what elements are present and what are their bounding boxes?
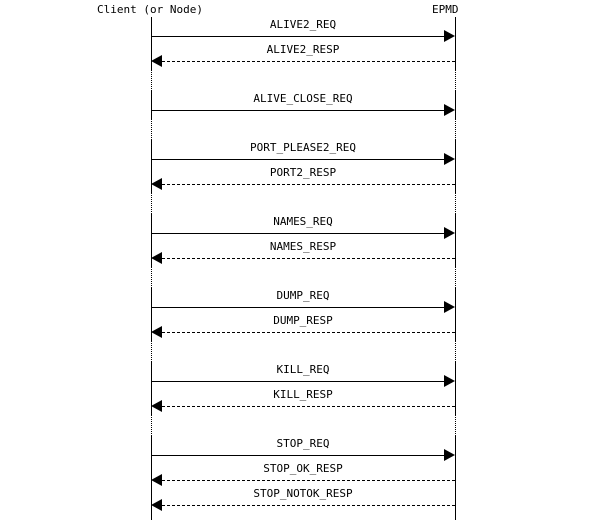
arrowhead-right-icon bbox=[444, 227, 455, 239]
arrowhead-left-icon bbox=[151, 252, 162, 264]
message-line bbox=[162, 258, 455, 259]
lifeline-segment-epmd bbox=[455, 140, 456, 193]
arrowhead-left-icon bbox=[151, 178, 162, 190]
lifeline-segment-epmd bbox=[455, 267, 456, 288]
arrowhead-left-icon bbox=[151, 400, 162, 412]
message-line bbox=[162, 184, 455, 185]
actor-label-epmd: EPMD bbox=[432, 3, 459, 16]
lifeline-segment-client bbox=[151, 415, 152, 436]
lifeline-segment-client bbox=[151, 267, 152, 288]
lifeline-segment-epmd bbox=[455, 341, 456, 362]
lifeline-segment-epmd bbox=[455, 17, 456, 70]
message-label: NAMES_REQ bbox=[273, 215, 333, 228]
message-label: PORT_PLEASE2_REQ bbox=[250, 141, 356, 154]
lifeline-segment-epmd bbox=[455, 436, 456, 520]
message-label: STOP_REQ bbox=[276, 437, 330, 450]
message-line bbox=[151, 455, 444, 456]
lifeline-segment-epmd bbox=[455, 70, 456, 91]
message-label: PORT2_RESP bbox=[269, 166, 337, 179]
message-label: ALIVE2_RESP bbox=[266, 43, 340, 56]
message-label: NAMES_RESP bbox=[269, 240, 337, 253]
message-line bbox=[151, 110, 444, 111]
message-line bbox=[151, 159, 444, 160]
arrowhead-right-icon bbox=[444, 153, 455, 165]
lifeline-segment-client bbox=[151, 362, 152, 415]
lifeline-segment-epmd bbox=[455, 288, 456, 341]
lifeline-segment-client bbox=[151, 17, 152, 70]
arrowhead-right-icon bbox=[444, 104, 455, 116]
lifeline-segment-epmd bbox=[455, 362, 456, 415]
message-line bbox=[151, 36, 444, 37]
lifeline-segment-client bbox=[151, 341, 152, 362]
message-label: KILL_RESP bbox=[273, 388, 333, 401]
arrowhead-right-icon bbox=[444, 375, 455, 387]
arrowhead-left-icon bbox=[151, 55, 162, 67]
message-line bbox=[151, 307, 444, 308]
lifeline-segment-epmd bbox=[455, 119, 456, 140]
arrowhead-right-icon bbox=[444, 449, 455, 461]
message-line bbox=[151, 381, 444, 382]
lifeline-segment-epmd bbox=[455, 214, 456, 267]
lifeline-segment-client bbox=[151, 288, 152, 341]
arrowhead-left-icon bbox=[151, 326, 162, 338]
message-label: DUMP_REQ bbox=[276, 289, 330, 302]
message-line bbox=[162, 480, 455, 481]
lifeline-segment-epmd bbox=[455, 415, 456, 436]
message-line bbox=[151, 233, 444, 234]
message-line bbox=[162, 406, 455, 407]
actor-label-client: Client (or Node) bbox=[97, 3, 203, 16]
message-label: ALIVE_CLOSE_REQ bbox=[253, 92, 353, 105]
arrowhead-left-icon bbox=[151, 474, 162, 486]
arrowhead-right-icon bbox=[444, 301, 455, 313]
lifeline-segment-client bbox=[151, 193, 152, 214]
lifeline-segment-client bbox=[151, 214, 152, 267]
message-label: STOP_OK_RESP bbox=[263, 462, 343, 475]
arrowhead-left-icon bbox=[151, 499, 162, 511]
message-line bbox=[162, 505, 455, 506]
message-label: STOP_NOTOK_RESP bbox=[253, 487, 353, 500]
message-line bbox=[162, 61, 455, 62]
lifeline-segment-client bbox=[151, 70, 152, 91]
message-label: ALIVE2_REQ bbox=[269, 18, 337, 31]
lifeline-segment-client bbox=[151, 119, 152, 140]
message-label: KILL_REQ bbox=[276, 363, 330, 376]
lifeline-segment-epmd bbox=[455, 91, 456, 119]
message-line bbox=[162, 332, 455, 333]
lifeline-segment-client bbox=[151, 91, 152, 119]
message-label: DUMP_RESP bbox=[273, 314, 333, 327]
lifeline-segment-epmd bbox=[455, 193, 456, 214]
arrowhead-right-icon bbox=[444, 30, 455, 42]
lifeline-segment-client bbox=[151, 140, 152, 193]
